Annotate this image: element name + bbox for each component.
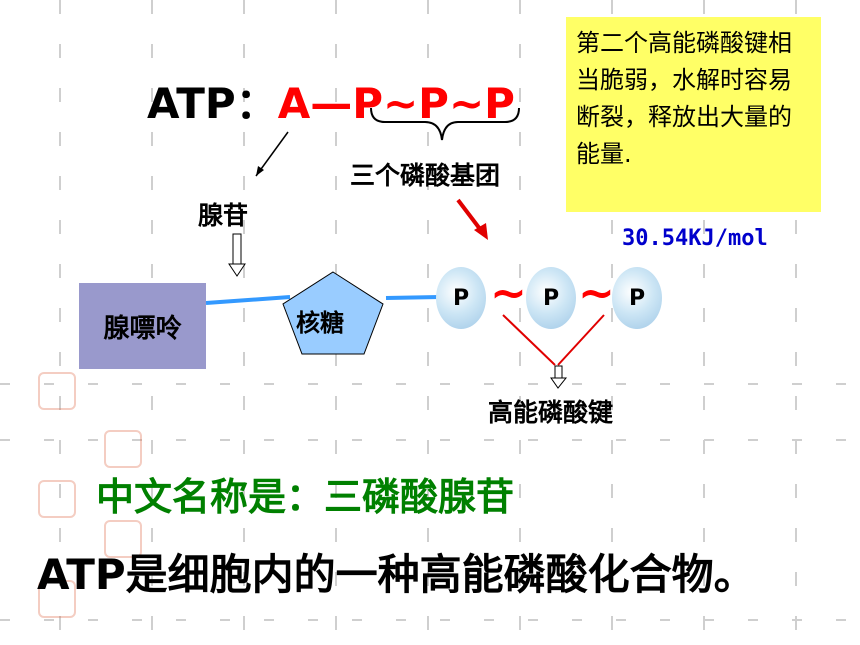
phosphate-label: P	[542, 285, 560, 311]
atp-prefix: ATP：	[147, 79, 278, 128]
atp-formula-title: ATP：A—P~P~P	[147, 70, 515, 131]
phosphate-label: P	[452, 285, 470, 311]
summary-sentence: ATP是细胞内的一种高能磷酸化合物。	[37, 550, 756, 599]
decorative-seal-icon	[38, 480, 76, 518]
chinese-name-heading: 中文名称是：三磷酸腺苷	[96, 475, 515, 519]
bond-indicator-line-1	[502, 314, 556, 366]
high-energy-bond-arrow	[550, 365, 568, 389]
decorative-seal-icon	[38, 580, 76, 618]
three-phosphate-groups-label: 三个磷酸基团	[350, 161, 501, 190]
phosphate-red-arrowhead	[474, 223, 488, 240]
adenosine-label: 腺苷	[198, 201, 249, 230]
adenine-box: 腺嘌呤	[79, 283, 206, 369]
decorative-seal-icon	[104, 520, 142, 558]
adenine-ribose-bond	[205, 295, 291, 305]
high-energy-bond-tilde-1: ~	[490, 268, 527, 319]
decorative-seal-icon	[104, 430, 142, 468]
phosphate-label: P	[628, 285, 646, 311]
adenosine-down-arrow	[228, 233, 246, 277]
ribose-label: 核糖	[296, 309, 344, 337]
phosphate-circle-3: P	[612, 267, 662, 329]
note-text: 第二个高能磷酸键相当脆弱，水解时容易断裂，释放出大量的能量.	[576, 29, 792, 168]
phosphate-circle-2: P	[526, 267, 576, 329]
phosphate-group-brace	[370, 107, 520, 141]
decorative-seal-icon	[38, 372, 76, 410]
energy-value: 30.54KJ/mol	[622, 226, 768, 251]
ribose-pentagon-shape	[282, 271, 384, 355]
note-box: 第二个高能磷酸键相当脆弱，水解时容易断裂，释放出大量的能量.	[566, 17, 821, 212]
ribose-phosphate-bond	[385, 295, 441, 300]
atp-structure-formula: A—P~P~P	[277, 79, 515, 128]
high-energy-bond-tilde-2: ~	[578, 268, 615, 319]
bond-indicator-line-2	[557, 314, 605, 366]
adenine-label: 腺嘌呤	[103, 313, 182, 344]
high-energy-bond-label: 高能磷酸键	[488, 398, 614, 427]
phosphate-circle-1: P	[436, 267, 486, 329]
adenosine-pointer-arrowhead	[256, 166, 264, 176]
